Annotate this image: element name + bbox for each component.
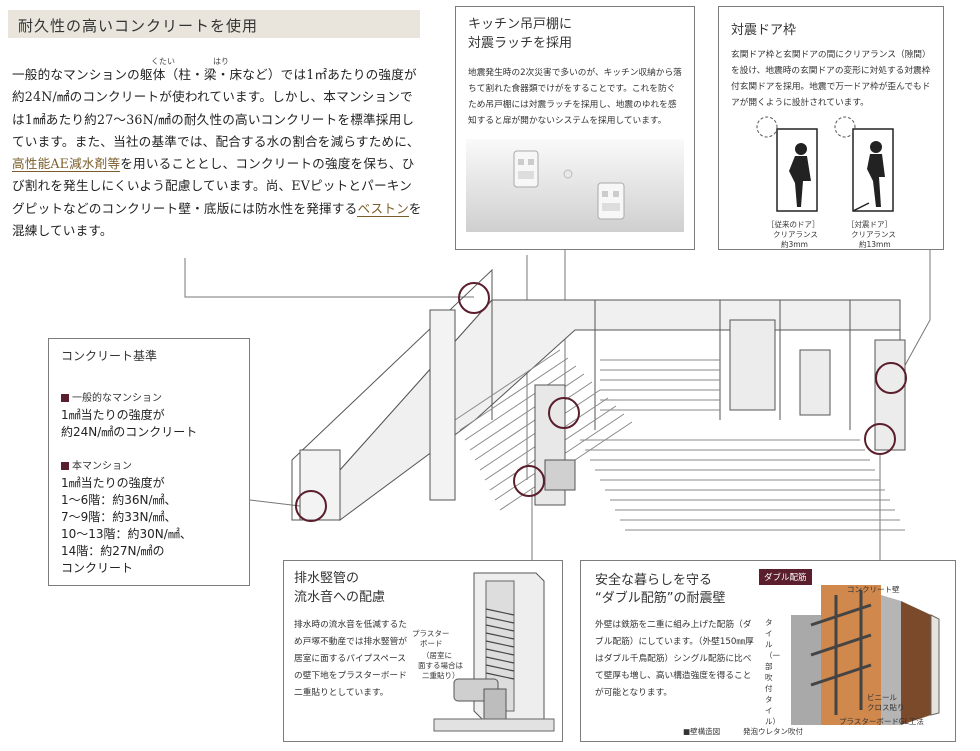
wall-title-2: “ダブル配筋”の耐震壁 xyxy=(595,591,726,606)
ruby-hari: はり xyxy=(213,57,229,66)
drain-pipe-illustration xyxy=(433,572,555,732)
drain-pipe-panel: 排水竪管の 流水音への配慮 排水時の流水音を低減するため戸塚不動産では排水竪管が… xyxy=(283,560,563,742)
intro-text-3: を混練しています。 xyxy=(12,200,422,239)
door-title: 対震ドア枠 xyxy=(731,23,797,38)
concrete-this-line-1: 1㎟当たりの強度が xyxy=(61,476,165,490)
concrete-this-line-6: コンクリート xyxy=(61,561,134,575)
callout-circle-drain xyxy=(513,465,545,497)
callout-circle-base xyxy=(295,490,327,522)
drain-label-4: 面する場合は xyxy=(418,661,463,670)
concrete-general-line-2: 約24N/㎟のコンクリート xyxy=(61,425,198,439)
concrete-title: コンクリート基準 xyxy=(61,349,158,363)
callout-circle-door xyxy=(875,362,907,394)
seismic-door-panel: 対震ドア枠 玄関ドア枠と玄関ドアの間にクリアランス（隙間）を設け、地震時の玄関ド… xyxy=(718,6,944,250)
door-description: 玄関ドア枠と玄関ドアの間にクリアランス（隙間）を設け、地震時の玄関ドアの変形に対… xyxy=(731,50,931,108)
kitchen-description: 地震発生時の2次災害で多いのが、キッチン収納から落ちて割れた食器類でけがをするこ… xyxy=(468,68,682,126)
double-rebar-wall-panel: 安全な暮らしを守る “ダブル配筋”の耐震壁 外壁は鉄筋を二重に組み上げた配筋（ダ… xyxy=(580,560,956,742)
callout-circle-wall xyxy=(864,423,896,455)
wall-label-concrete: コンクリート壁 xyxy=(847,585,900,594)
door-right-caption-2: クリアランス xyxy=(851,230,896,239)
intro-text-2: を用いることとし、コンクリートの強度を保ち、ひび割れを発生しにくいよう配慮してい… xyxy=(12,156,415,216)
intro-text-1: 一般的なマンションの躯体（柱・梁・床など）では1㎡あたりの強度が約24N/㎟のコ… xyxy=(12,67,420,149)
drain-label-3: （居室に xyxy=(422,651,452,660)
concrete-standard-panel: コンクリート基準 一般的なマンション 1㎟当たりの強度が 約24N/㎟のコンクリ… xyxy=(48,338,250,586)
concrete-this-line-4: 10〜13階：約30N/㎟、 xyxy=(61,527,192,541)
door-left-caption-1: ［従来のドア］ xyxy=(767,220,820,229)
concrete-label-general: 一般的なマンション xyxy=(61,389,162,404)
wall-label-vinyl-1: ビニール xyxy=(867,693,897,702)
concrete-general-line-1: 1㎟当たりの強度が xyxy=(61,408,165,422)
door-comparison-illustration xyxy=(756,116,894,212)
concrete-label-this: 本マンション xyxy=(61,457,132,472)
wall-label-urethane: 発泡ウレタン吹付 xyxy=(743,727,803,736)
door-left-caption-2: クリアランス xyxy=(773,230,818,239)
double-rebar-tag: ダブル配筋 xyxy=(759,569,812,585)
kitchen-latch-panel: キッチン吊戸棚に 対震ラッチを採用 地震発生時の2次災害で多いのが、キッチン収納… xyxy=(455,6,695,250)
callout-circle-kitchen xyxy=(548,397,580,429)
drain-title-2: 流水音への配慮 xyxy=(294,590,386,605)
kitchen-latch-photo xyxy=(466,139,684,232)
ruby-kutai: くたい xyxy=(151,57,175,66)
drain-label-5: 二重貼り） xyxy=(422,671,460,680)
wall-structure-caption: ■壁構造図 xyxy=(683,727,721,736)
wall-title-1: 安全な暮らしを守る xyxy=(595,573,713,588)
door-right-caption-1: ［対震ドア］ xyxy=(847,220,892,229)
section-title-bar: 耐久性の高いコンクリートを使用 xyxy=(8,10,420,38)
intro-paragraph: 一般的なマンションの躯体（柱・梁・床など）では1㎡あたりの強度が約24N/㎟のコ… xyxy=(12,64,424,242)
wall-label-board: プラスターボードGL工法 xyxy=(839,717,924,726)
drain-description: 排水時の流水音を低減するため戸塚不動産では排水竪管が居室に面するパイプスペースの… xyxy=(294,620,407,698)
page-title: 耐久性の高いコンクリートを使用 xyxy=(18,17,259,35)
concrete-this-line-2: 1〜6階：約36N/㎟、 xyxy=(61,493,177,507)
kitchen-title-2: 対震ラッチを採用 xyxy=(468,36,573,51)
concrete-this-line-5: 14階：約27N/㎟の xyxy=(61,544,165,558)
wall-label-tile: タイル（一部吹付タイル） xyxy=(765,618,780,726)
wall-description: 外壁は鉄筋を二重に組み上げた配筋（ダブル配筋）にしています。（外壁150㎜厚はダ… xyxy=(595,620,754,698)
drain-label-1: プラスター xyxy=(412,629,450,638)
wall-label-vinyl-2: クロス貼り xyxy=(867,703,905,712)
wall-structure-illustration xyxy=(791,585,940,725)
kitchen-title-1: キッチン吊戸棚に xyxy=(468,17,573,32)
concrete-this-line-3: 7〜9階：約33N/㎟、 xyxy=(61,510,177,524)
door-left-caption-3: 約3mm xyxy=(781,240,808,249)
callout-circle-concrete xyxy=(458,282,490,314)
door-right-caption-3: 約13mm xyxy=(859,240,891,249)
drain-title-1: 排水竪管の xyxy=(294,571,360,586)
drain-label-2: ボード xyxy=(420,639,443,648)
ae-agent-term: 高性能AE減水剤等 xyxy=(12,156,121,173)
beston-term: ベストン xyxy=(357,200,409,217)
